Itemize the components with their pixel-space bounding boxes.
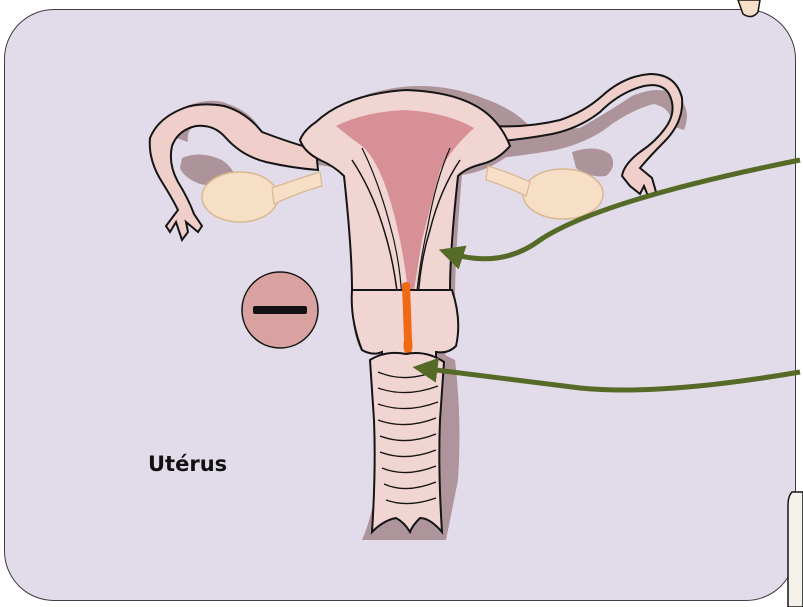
left-ovarian-ligament bbox=[272, 172, 322, 204]
left-ovary bbox=[202, 172, 278, 222]
arrow-to-cervix bbox=[420, 368, 800, 390]
vagina bbox=[370, 353, 444, 532]
offscreen-callout-bottom bbox=[788, 492, 803, 607]
organ-label: Utérus bbox=[148, 452, 227, 476]
right-ovarian-ligament bbox=[486, 166, 530, 196]
minus-circle-icon bbox=[242, 272, 318, 348]
offscreen-callout-top bbox=[738, 0, 760, 17]
right-ovary bbox=[523, 169, 603, 219]
